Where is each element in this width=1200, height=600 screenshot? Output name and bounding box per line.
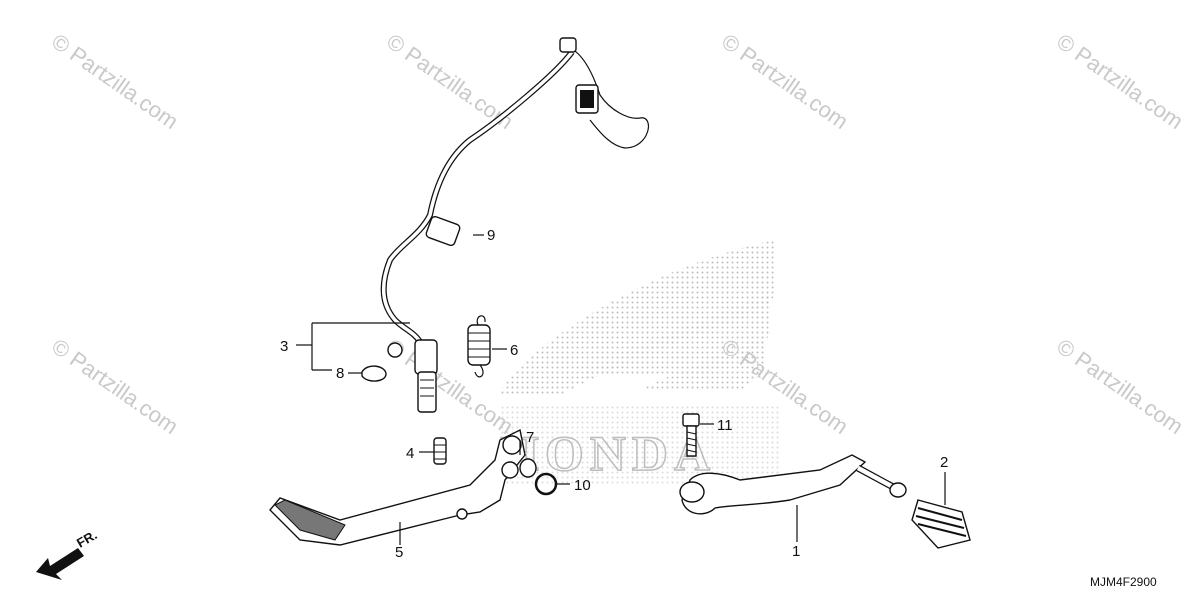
callout-9: 9 — [487, 227, 495, 244]
callout-2: 2 — [940, 454, 948, 471]
leader-lines — [296, 234, 946, 545]
front-label: FR. — [74, 527, 100, 550]
callout-7: 7 — [526, 429, 534, 446]
watermarks: © Partzilla.com © Partzilla.com © Partzi… — [47, 29, 1188, 440]
brake-pedal-5 — [269, 428, 526, 546]
watermark-text: © Partzilla.com — [717, 29, 853, 135]
return-spring-6 — [467, 315, 491, 378]
snap-pin-8 — [361, 365, 387, 382]
front-direction-indicator: FR. — [36, 527, 100, 580]
bolt-head-small — [387, 342, 403, 358]
callout-1: 1 — [792, 543, 800, 560]
callouts: 1 2 3 4 5 6 7 8 9 10 11 — [280, 227, 948, 561]
brand-wing-logo: HONDA — [499, 240, 780, 485]
callout-6: 6 — [510, 342, 518, 359]
callout-5: 5 — [395, 544, 403, 561]
shift-pedal-1 — [679, 454, 907, 515]
washer-7 — [519, 458, 537, 478]
spring-4 — [433, 437, 447, 465]
diagram-code: MJM4F2900 — [1090, 575, 1157, 589]
watermark-text: © Partzilla.com — [47, 334, 183, 440]
callout-4: 4 — [406, 445, 414, 462]
callout-10: 10 — [574, 477, 591, 494]
shift-rubber-2 — [911, 499, 971, 549]
bolt-11 — [682, 413, 700, 457]
watermark-text: © Partzilla.com — [1052, 334, 1188, 440]
callout-8: 8 — [336, 365, 344, 382]
switch-wire-harness — [380, 37, 649, 413]
watermark-text: © Partzilla.com — [1052, 29, 1188, 135]
callout-3: 3 — [280, 338, 288, 355]
front-arrow-icon — [36, 548, 84, 580]
callout-11: 11 — [717, 417, 733, 434]
watermark-text: © Partzilla.com — [47, 29, 183, 135]
